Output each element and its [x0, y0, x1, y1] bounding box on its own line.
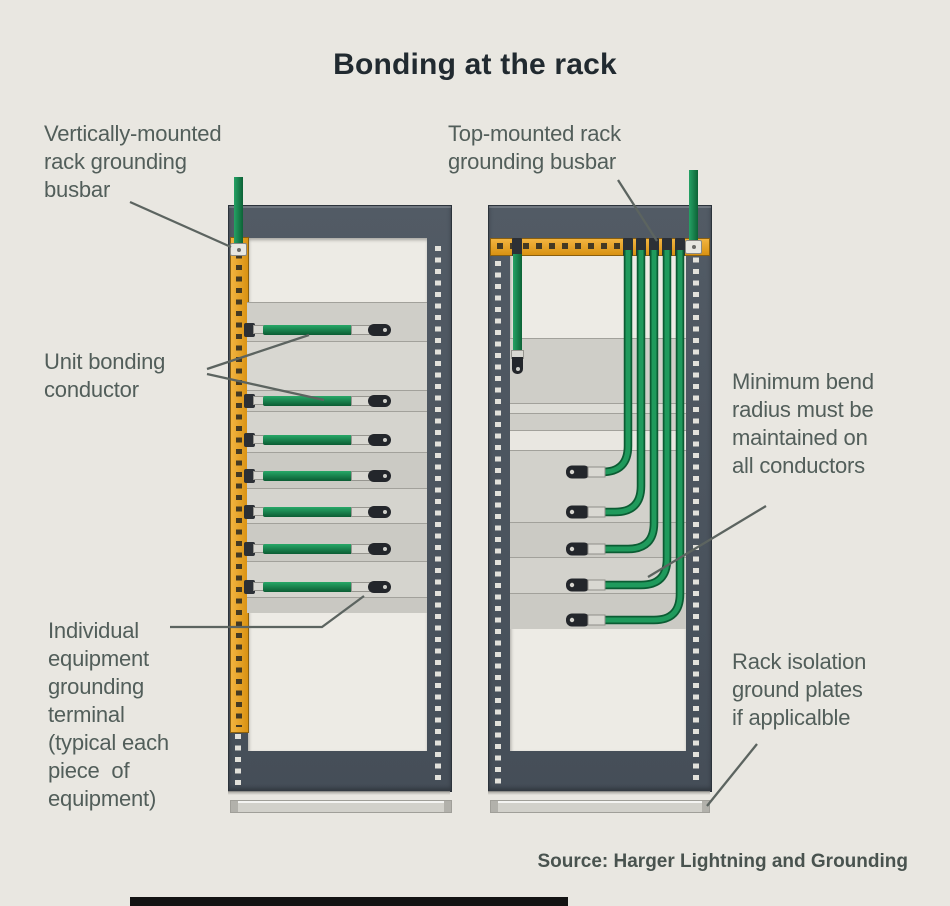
equipment-shelf-band: [247, 597, 427, 613]
diagram-title: Bonding at the rack: [333, 48, 617, 81]
leader-line: [706, 743, 758, 807]
equipment-shelf-band: [247, 523, 427, 562]
rack-hole-column: [435, 246, 441, 786]
busbar-holes: [236, 242, 242, 727]
unit-bonding-conductor: [244, 433, 394, 447]
rack-hole-column: [693, 246, 699, 786]
unit-bonding-conductor: [244, 580, 394, 594]
conductor-clamp: [649, 238, 659, 256]
equipment-shelf-band: [510, 593, 686, 629]
equipment-shelf-band: [247, 302, 427, 342]
conductor-terminal-cap: [685, 240, 702, 254]
equipment-shelf-band: [247, 488, 427, 524]
ground-conductor-up: [234, 177, 243, 251]
label-vertical-busbar: Vertically-mounted rack grounding busbar: [44, 121, 222, 202]
hanging-bonding-conductor: [513, 254, 522, 352]
unit-bonding-conductor: [244, 394, 394, 408]
equipment-shelf-band: [510, 557, 686, 594]
equipment-shelf-band: [510, 430, 686, 451]
isolation-ground-plate: [230, 800, 452, 813]
conductor-terminal-cap: [230, 243, 247, 256]
left-equipment-shelves: [247, 302, 427, 613]
label-unit-bonding: Unit bonding conductor: [44, 349, 166, 402]
equipment-shelf-band: [510, 403, 686, 414]
leader-line: [129, 200, 232, 249]
unit-bonding-conductor: [244, 469, 394, 483]
ground-conductor-up: [689, 170, 698, 246]
isolation-ground-plate: [490, 800, 710, 813]
unit-bonding-conductor: [244, 542, 394, 556]
source-credit: Source: Harger Lightning and Grounding: [537, 851, 909, 872]
bottom-bar: [130, 897, 568, 906]
label-rack-isolation: Rack isolation ground plates if applical…: [732, 649, 867, 730]
conductor-clamp: [623, 238, 633, 256]
rack-hole-column: [235, 734, 241, 786]
equipment-shelf-band: [510, 450, 686, 523]
equipment-shelf-band: [510, 522, 686, 558]
equipment-ground-terminal: [512, 357, 523, 374]
equipment-shelf-band: [247, 341, 427, 391]
label-individual-terminal: Individual equipment grounding terminal …: [48, 618, 169, 811]
unit-bonding-conductor: [244, 505, 394, 519]
conductor-clamp: [662, 238, 672, 256]
label-minimum-bend: Minimum bend radius must be maintained o…: [732, 369, 874, 478]
rack-shadow: [228, 791, 450, 795]
equipment-shelf-band: [247, 452, 427, 489]
equipment-shelf-band: [510, 338, 686, 404]
equipment-shelf-band: [510, 413, 686, 431]
label-top-busbar: Top-mounted rack grounding busbar: [448, 121, 621, 174]
right-equipment-shelves: [510, 338, 686, 629]
equipment-shelf-band: [247, 411, 427, 453]
conductor-clamp: [636, 238, 646, 256]
conductor-clamp: [512, 238, 522, 256]
conductor-clamp: [675, 238, 685, 256]
rack-hole-column: [495, 261, 501, 786]
unit-bonding-conductor: [244, 323, 394, 337]
busbar-holes: [497, 243, 703, 249]
rack-shadow: [488, 791, 710, 795]
